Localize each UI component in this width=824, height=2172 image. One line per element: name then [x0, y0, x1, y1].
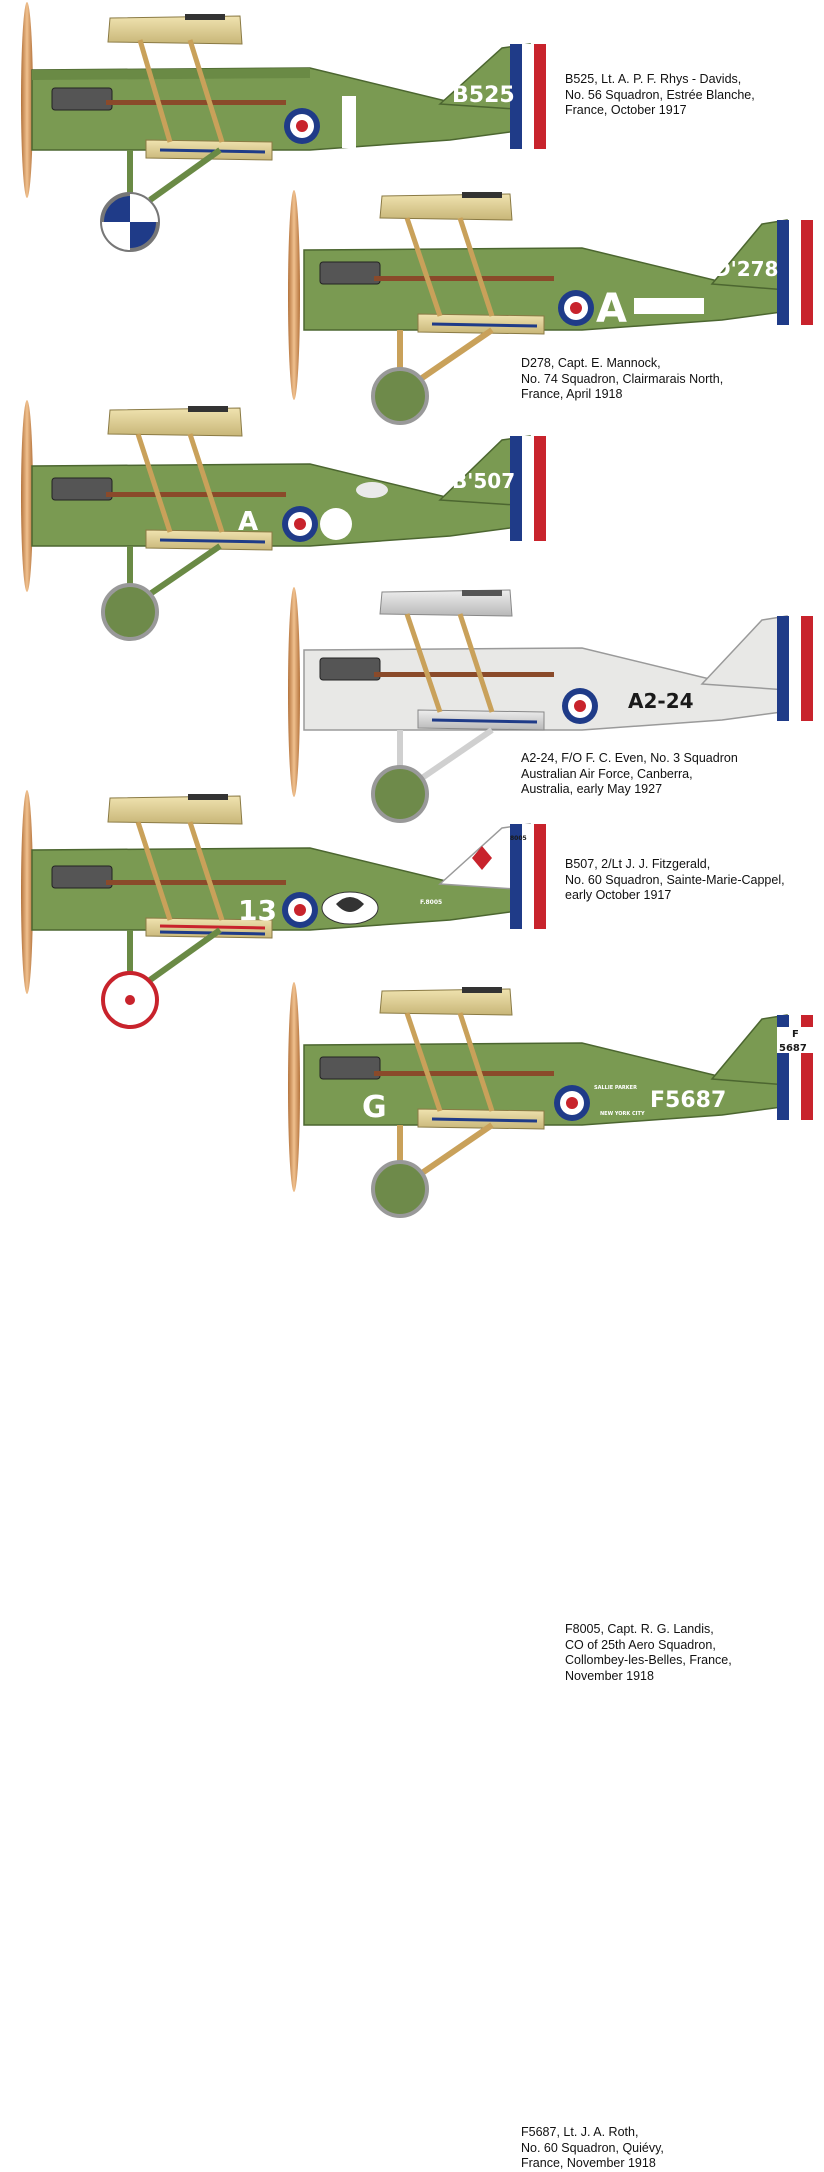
propeller-icon	[288, 190, 300, 400]
diamond-icon	[472, 846, 492, 870]
aircraft-profile-f5687: F 5687 G SALLIE PARKER NEW YORK CITY F56…	[288, 982, 813, 1218]
caption-b525: B525, Lt. A. P. F. Rhys - Davids, No. 56…	[565, 72, 755, 119]
nose-art-text: SALLIE PARKER	[594, 1085, 637, 1091]
propeller-icon	[288, 587, 300, 797]
fuselage-letter: A	[596, 286, 627, 332]
caption-line: No. 74 Squadron, Clairmarais North,	[521, 371, 724, 386]
caption-a2-24: A2-24, F/O F. C. Even, No. 3 Squadron Au…	[521, 751, 738, 798]
aircraft-profile-d278: A D'278	[288, 190, 813, 425]
aircraft-profile-f8005: 8005 13 F.8005	[21, 790, 546, 1029]
caption-line: B507, 2/Lt J. J. Fitzgerald,	[565, 857, 711, 871]
fuselage-letter: G	[362, 1090, 387, 1125]
roundel-icon	[282, 506, 318, 542]
caption-line: Australia, early May 1927	[521, 782, 663, 796]
caption-b507: B507, 2/Lt J. J. Fitzgerald, No. 60 Squa…	[565, 857, 785, 904]
aircraft-plate-b507: A B'507 B507, 2/Lt J. J. Fitzgerald, No.…	[0, 396, 824, 902]
caption-line: No. 60 Squadron, Sainte-Marie-Cappel,	[565, 872, 785, 887]
propeller-icon	[288, 982, 300, 1192]
white-disc-icon	[320, 508, 352, 540]
roundel-icon	[284, 108, 320, 144]
propeller-icon	[21, 790, 33, 994]
caption-line: F5687, Lt. J. A. Roth,	[521, 2125, 639, 2139]
fuselage-letter: 13	[238, 894, 277, 927]
roundel-icon	[554, 1085, 590, 1121]
caption-line: early October 1917	[565, 888, 672, 902]
caption-line: No. 56 Squadron, Estrée Blanche,	[565, 87, 755, 102]
fuselage-letter: A	[238, 507, 258, 537]
serial-marking: D'278	[714, 257, 778, 281]
wheel-icon	[371, 765, 429, 823]
aircraft-profile-a2-24: A2-24	[288, 587, 813, 823]
propeller-icon	[21, 400, 33, 592]
wheel-icon	[101, 583, 159, 641]
caption-line: France, November 1918	[521, 2156, 656, 2170]
caption-line: November 1918	[565, 1668, 654, 1683]
roundel-icon	[282, 892, 318, 928]
caption-line: No. 60 Squadron, Quiévy,	[521, 2140, 664, 2155]
caption-line: France, October 1917	[565, 103, 687, 117]
propeller-icon	[21, 2, 33, 198]
caption-f8005: F8005, Capt. R. G. Landis, CO of 25th Ae…	[565, 1622, 732, 1684]
aircraft-plate-f5687: F 5687 G SALLIE PARKER NEW YORK CITY F56…	[0, 975, 824, 2170]
aircraft-plate-d278: A D'278 D278, Capt. E. Mannock, No. 74 S…	[0, 180, 824, 430]
wheel-icon	[371, 1160, 429, 1218]
wheel-icon	[371, 367, 429, 425]
fin-marking: 5687	[779, 1043, 807, 1054]
caption-line: CO of 25th Aero Squadron,	[565, 1637, 716, 1652]
caption-d278: D278, Capt. E. Mannock, No. 74 Squadron,…	[521, 356, 723, 403]
serial-marking: F5687	[650, 1088, 726, 1113]
fin-marking: 8005	[510, 835, 527, 842]
aircraft-plate-b525: B525 B525, Lt. A. P. F. Rhys - Davids, N…	[0, 0, 824, 260]
caption-line: A2-24, F/O F. C. Even, No. 3 Squadron	[521, 751, 738, 765]
serial-marking: B525	[452, 83, 515, 108]
caption-line: D278, Capt. E. Mannock,	[521, 356, 661, 370]
roundel-icon	[562, 688, 598, 724]
caption-line: Australian Air Force, Canberra,	[521, 766, 693, 781]
serial-marking: A2-24	[628, 689, 694, 713]
caption-f5687: F5687, Lt. J. A. Roth, No. 60 Squadron, …	[521, 2125, 664, 2172]
caption-line: F8005, Capt. R. G. Landis,	[565, 1622, 714, 1636]
fin-marking: F	[792, 1029, 799, 1040]
serial-marking: B'507	[452, 469, 515, 493]
roundel-icon	[558, 290, 594, 326]
caption-line: Collombey-les-Belles, France,	[565, 1653, 732, 1667]
caption-line: B525, Lt. A. P. F. Rhys - Davids,	[565, 72, 742, 86]
aircraft-plate-a2-24: A2-24 A2-24, F/O F. C. Even, No. 3 Squad…	[0, 580, 824, 830]
aircraft-profile-b507: A B'507	[21, 400, 546, 641]
caption-line: France, April 1918	[521, 387, 623, 401]
aircraft-profile-b525: B525	[21, 2, 546, 252]
nose-art-text: NEW YORK CITY	[600, 1111, 645, 1117]
serial-marking: F.8005	[420, 899, 442, 906]
